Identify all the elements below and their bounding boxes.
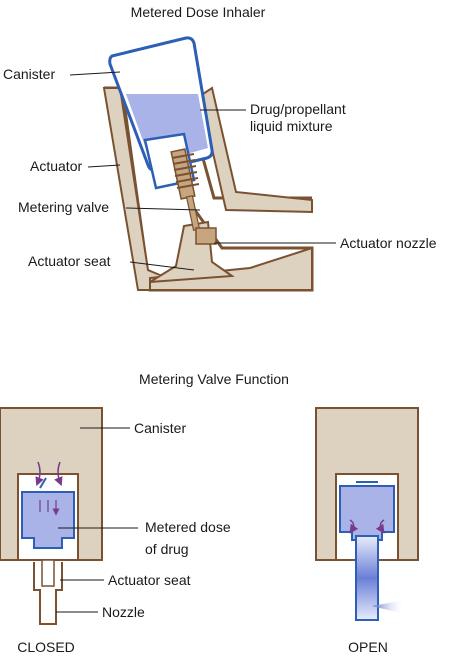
canister-label: Canister <box>3 66 55 82</box>
metering-valve <box>170 148 201 231</box>
closed-state-label: CLOSED <box>17 639 75 655</box>
open-state-label: OPEN <box>348 639 388 655</box>
open-valve-assembly <box>315 407 419 621</box>
closed-valve-assembly <box>0 407 103 625</box>
nozzle-label: Nozzle <box>102 604 145 620</box>
bottom-diagram-title: Metering Valve Function <box>139 371 289 387</box>
bottom-actuator-seat-label: Actuator seat <box>108 572 191 588</box>
canister <box>108 36 214 190</box>
metering-valve-label: Metering valve <box>18 199 109 215</box>
bottom-leader-lines <box>56 427 138 613</box>
bottom-canister-label: Canister <box>134 420 186 436</box>
metered-dose-label-line2: of drug <box>145 541 189 557</box>
top-diagram-title: Metered Dose Inhaler <box>131 4 266 20</box>
actuator-nozzle-label: Actuator nozzle <box>340 235 437 251</box>
actuator-body <box>102 86 314 292</box>
top-leader-lines <box>69 71 336 271</box>
drug-label-line1: Drug/propellant <box>250 101 346 117</box>
actuator-seat-label: Actuator seat <box>28 253 111 269</box>
metered-dose-label-line1: Metered dose <box>145 519 231 535</box>
actuator-label: Actuator <box>30 158 82 174</box>
drug-label-line2: liquid mixture <box>250 118 333 134</box>
actuator-nozzle <box>195 227 217 245</box>
